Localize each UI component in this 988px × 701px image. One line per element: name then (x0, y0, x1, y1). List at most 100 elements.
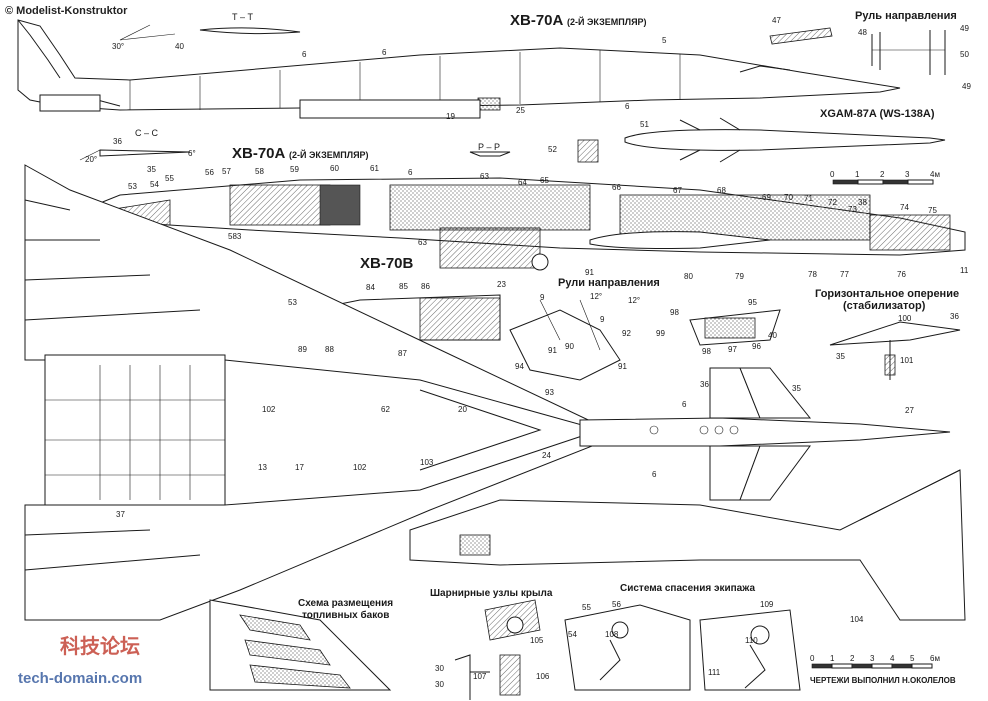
callout: 108 (605, 630, 619, 639)
callout: 6 (625, 102, 630, 111)
scale-bottom-0: 0 (810, 654, 815, 663)
callout: 55 (582, 603, 591, 612)
callout: 58 (255, 167, 264, 176)
side-view-xb70a (17, 19, 901, 119)
callout: 66 (612, 183, 621, 192)
callout: 54 (150, 180, 159, 189)
title-xb70a-top-main: XB-70A (510, 12, 563, 29)
callout: 70 (784, 193, 793, 202)
callout: 49 (962, 82, 971, 91)
callout: 77 (840, 270, 849, 279)
callout: 104 (850, 615, 864, 624)
callout: 61 (370, 164, 379, 173)
side-view-lower (409, 469, 966, 621)
callout: 88 (325, 345, 334, 354)
rudders-detail (509, 299, 621, 381)
callout: 71 (804, 194, 813, 203)
callout: 109 (760, 600, 774, 609)
angle-30: 30° (112, 42, 125, 51)
callout: 76 (897, 270, 906, 279)
title-xgam: XGAM-87A (WS-138A) (820, 108, 935, 120)
callout: 11 (960, 266, 969, 275)
title-xb70a-top: XB-70A (2-Й ЭКЗЕМПЛЯР) (510, 12, 647, 29)
section-cc-label: С – С (135, 128, 159, 138)
callout: 110 (745, 636, 758, 645)
callout: 583 (228, 232, 242, 241)
callout: 63 (480, 172, 489, 181)
callout: 72 (828, 198, 837, 207)
scale-top-3: 3 (905, 170, 910, 179)
section-cc (79, 149, 191, 161)
scale-bottom-1: 1 (830, 654, 835, 663)
title-xb70a-top-sub: (2-Й ЭКЗЕМПЛЯР) (566, 17, 647, 27)
scale-top-4: 4м (930, 170, 940, 179)
angle-12b: 12° (628, 296, 641, 305)
callout: 87 (398, 349, 407, 358)
callout: 107 (473, 672, 487, 681)
top-view-fuselage (579, 367, 951, 501)
callout: 90 (565, 342, 574, 351)
title-stabilizer-2: (стабилизатор) (843, 300, 926, 312)
callout: 100 (898, 314, 912, 323)
title-xb70a-mid-sub: (2-Й ЭКЗЕМПЛЯР) (288, 150, 369, 160)
callout: 92 (622, 329, 631, 338)
callout: 63 (418, 238, 427, 247)
callout: 35 (836, 352, 845, 361)
callout: 91 (618, 362, 627, 371)
callout: 64 (518, 178, 527, 187)
title-xb70b: XB-70B (360, 255, 414, 272)
callout: 55 (165, 174, 174, 183)
callout: 85 (399, 282, 408, 291)
scale-bottom-5: 5 (910, 654, 915, 663)
detail-95 (689, 309, 781, 346)
cutaway-xb70a (68, 177, 966, 271)
callout: 35 (792, 384, 801, 393)
callout: 53 (128, 182, 137, 191)
fuel-tanks (209, 599, 392, 691)
callout: 36 (700, 380, 709, 389)
callout: 69 (762, 193, 771, 202)
stabilizer (829, 321, 961, 380)
wing-hinges (484, 599, 541, 696)
callout: 86 (421, 282, 430, 291)
scale-top-0: 0 (830, 170, 835, 179)
scale-bar-top (832, 179, 934, 185)
callout: 30 (435, 664, 444, 673)
callout: 105 (530, 636, 544, 645)
plan-view (24, 164, 622, 621)
callout: 9 (600, 315, 605, 324)
callout: 30 (435, 680, 444, 689)
detail-52 (577, 139, 599, 163)
callout: 24 (542, 451, 551, 460)
callout: 47 (772, 16, 781, 25)
callout: 19 (446, 112, 455, 121)
callout: 74 (900, 203, 909, 212)
callout: 40 (768, 331, 777, 340)
callout: 9 (540, 293, 545, 302)
callout: 102 (353, 463, 367, 472)
callout: 50 (960, 50, 969, 59)
callout: 65 (540, 176, 549, 185)
callout: 56 (205, 168, 214, 177)
callout: 91 (585, 268, 594, 277)
callout: 91 (548, 346, 557, 355)
callout: 25 (516, 106, 525, 115)
watermark-top: © Modelist-Konstruktor (5, 5, 128, 17)
callout: 5 (662, 36, 667, 45)
callout: 98 (670, 308, 679, 317)
title-fuel-1: Схема размещения (298, 598, 394, 609)
callout: 97 (728, 345, 737, 354)
callout: 6 (382, 48, 387, 57)
title-xb70a-mid-main: XB-70A (232, 145, 285, 162)
callout: 59 (290, 165, 299, 174)
callout: 67 (673, 186, 682, 195)
section-pp-label: Р – Р (478, 142, 501, 152)
callout: 103 (420, 458, 434, 467)
callout: 96 (752, 342, 761, 351)
callout: 75 (928, 206, 937, 215)
callout: 56 (612, 600, 621, 609)
callout: 84 (366, 283, 375, 292)
callout: 36 (950, 312, 959, 321)
callout: 79 (735, 272, 744, 281)
